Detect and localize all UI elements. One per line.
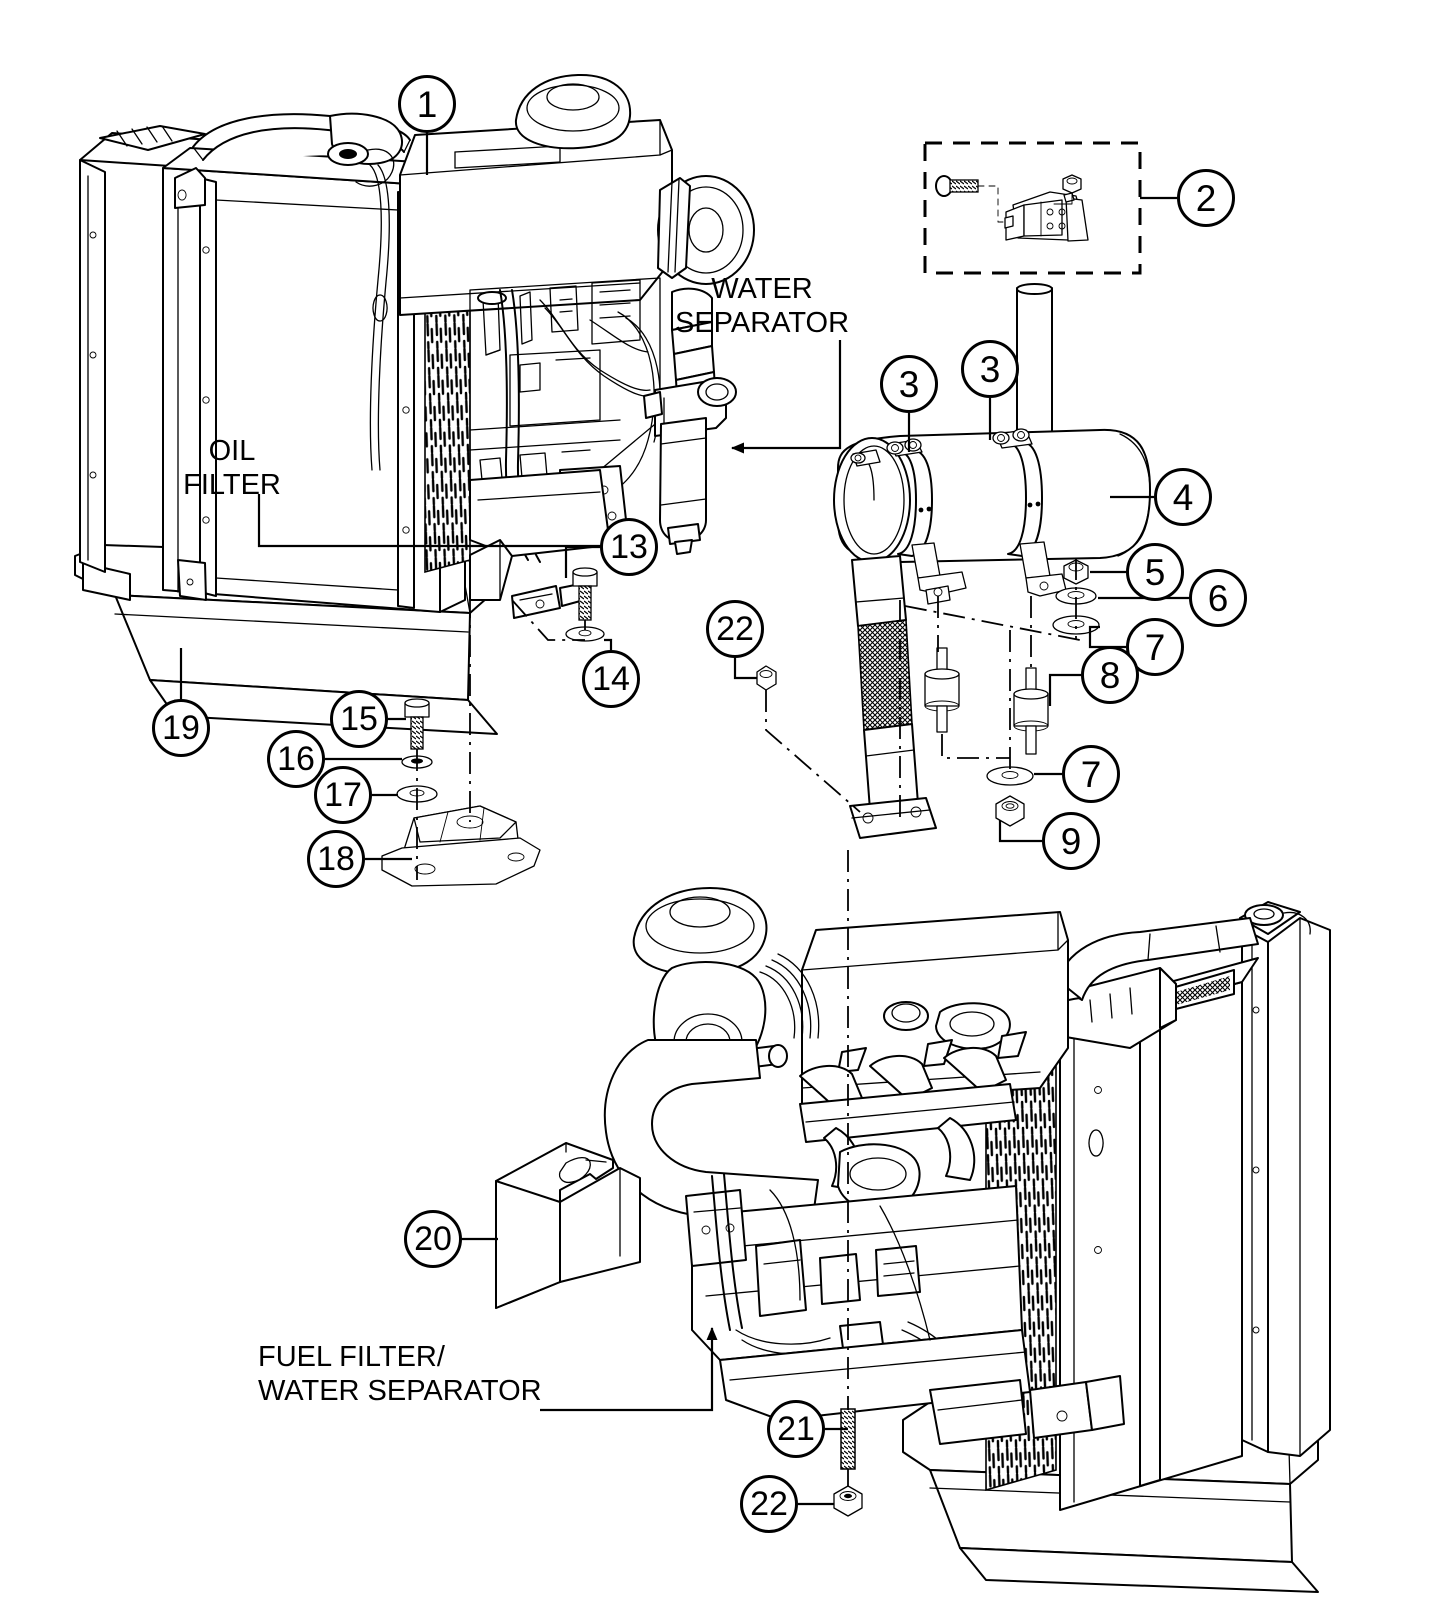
air-cleaner-clamp-strap-2 (992, 428, 1051, 579)
stud-21-locknut-22 (833, 850, 863, 1517)
callout-stud[interactable]: 21 (767, 1400, 825, 1458)
callout-engine-mount-isolator[interactable]: 18 (307, 830, 365, 888)
engine-valve-cover (399, 119, 673, 316)
hardware-13-14 (511, 567, 605, 642)
radiator-filler-and-hose (192, 112, 411, 471)
callout-flat-washer-mount[interactable]: 17 (314, 766, 372, 824)
inset-bolt (935, 175, 979, 197)
lower-radiator-frame (1239, 901, 1331, 1457)
oil-filter-leader (257, 494, 641, 552)
callout-engine-assembly[interactable]: 1 (398, 75, 456, 133)
exhaust-stack-pipe (1013, 283, 1057, 439)
callout-bracket-kit-inset[interactable]: 2 (1177, 169, 1235, 227)
lower-engine-block (801, 911, 1069, 1105)
annotation-oil-filter: OIL FILTER (183, 435, 281, 501)
callout-air-cleaner[interactable]: 4 (1154, 468, 1212, 526)
air-cleaner-mount-feet (917, 571, 1067, 605)
callout-cap-screw[interactable]: 13 (600, 518, 658, 576)
inset-nut (1062, 174, 1082, 194)
flat-washer-7-lower (986, 766, 1034, 786)
callout-locknut-lower[interactable]: 22 (740, 1475, 798, 1533)
air-cleaner-hardware-lower (986, 766, 1034, 827)
locknut-22-upper (756, 665, 777, 691)
lower-exhaust-manifold (799, 1047, 1017, 1212)
callout-cap-screw-mount[interactable]: 15 (330, 690, 388, 748)
callout-washer[interactable]: 14 (582, 650, 640, 708)
lower-engine-cables (711, 1173, 931, 1341)
engine-mount-isolator-18 (381, 805, 541, 887)
engine-air-cleaner-dome (514, 73, 632, 150)
engine-accessories-detail (469, 277, 661, 563)
locknut-9 (995, 795, 1025, 827)
upper-left-engine-radiator-assembly (74, 73, 755, 735)
callout-lock-washer[interactable]: 6 (1189, 569, 1247, 627)
callout-locknut[interactable]: 9 (1042, 812, 1100, 870)
air-cleaner-clamp-strap-3 (850, 449, 881, 501)
callout-vibration-isolator[interactable]: 8 (1081, 646, 1139, 704)
callout-air-cleaner-clamp-left[interactable]: 3 (880, 355, 938, 413)
callout-air-cleaner-clamp-right[interactable]: 3 (961, 340, 1019, 398)
air-cleaner-canister (833, 428, 1151, 563)
vibration-isolator-left (924, 647, 960, 733)
annotation-water-separator: WATER SEPARATOR (674, 273, 850, 339)
fuel-filter-water-separator-canister (643, 377, 737, 555)
fuel-filter-water-separator-leader (540, 1327, 718, 1412)
radiator-top-grille (99, 125, 206, 151)
water-separator-leader (731, 340, 842, 454)
assembly-centerlines (765, 558, 1081, 820)
callout-locknut-upper[interactable]: 22 (706, 600, 764, 658)
engine-mount-hardware (381, 596, 541, 887)
air-cleaner-hardware-upper (1052, 559, 1100, 635)
callout-base-frame-skid[interactable]: 19 (152, 699, 210, 757)
callout-leader-lines (179, 104, 1189, 1506)
callout-flat-washer-lower[interactable]: 7 (1062, 745, 1120, 803)
callout-nut[interactable]: 5 (1126, 543, 1184, 601)
air-intake-tube (849, 555, 937, 839)
vibration-isolator-8 (1013, 667, 1049, 755)
shield-cover-20 (495, 1142, 641, 1309)
lower-right-engine-radiator-assembly (603, 887, 1331, 1593)
callout-shield-cover[interactable]: 20 (404, 1210, 462, 1268)
engine-mount-legs (469, 539, 585, 619)
inset-bracket (1004, 191, 1089, 242)
callout-flat-washer-upper[interactable]: 7 (1126, 618, 1184, 676)
annotation-fuel-filter-water-separator: FUEL FILTER/ WATER SEPARATOR (258, 1341, 542, 1407)
engine-fan-pulley (657, 175, 755, 285)
item2-inset-group (923, 141, 1142, 275)
callout-lock-washer-mount[interactable]: 16 (267, 730, 325, 788)
lower-engine-accessories (685, 1185, 1125, 1445)
cap-screw-15 (404, 698, 430, 750)
air-cleaner-assembly (833, 283, 1151, 839)
